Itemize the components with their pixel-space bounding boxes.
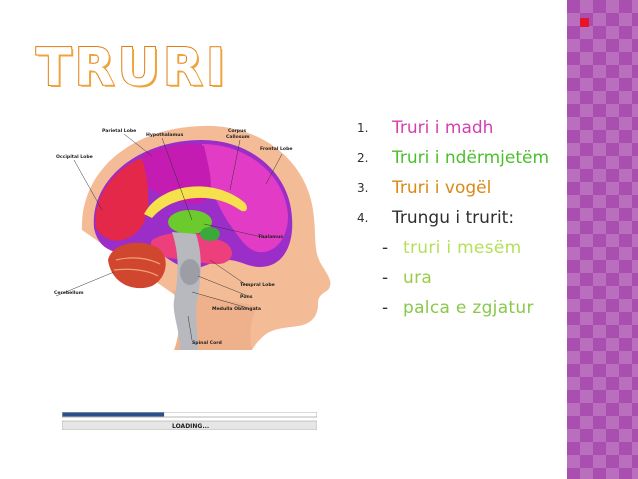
list-text: Truri i madh — [392, 118, 494, 138]
sublist-text: truri i mesëm — [403, 238, 522, 258]
list-number: 2. — [357, 151, 369, 165]
loading-bar: LOADING... — [62, 412, 317, 430]
frontal-lobe — [202, 144, 288, 253]
sublist-item: - palca e zgjatur — [357, 293, 567, 323]
list-number: 1. — [357, 121, 369, 135]
label-parietal: Parietal Lobe — [102, 128, 136, 134]
sublist-dash: - — [382, 298, 389, 318]
sublist-item: - ura — [357, 263, 567, 293]
brain-diagram: Parietal Lobe Hypothalamus Corpus Callos… — [54, 125, 331, 350]
thalamus — [168, 210, 212, 234]
label-pons: Pons — [240, 294, 253, 300]
label-thalamus: Thalamus — [258, 234, 283, 240]
hypothalamus — [200, 227, 220, 241]
label-hypothalamus: Hypothalamus — [146, 132, 184, 138]
list-number: 4. — [357, 211, 369, 225]
sublist-text: ura — [403, 268, 433, 288]
pons — [180, 259, 200, 285]
label-spinal: Spinal Cord — [192, 340, 222, 346]
label-medulla: Medulla Oblongata — [212, 306, 261, 312]
list-text: Truri i ndërmjetëm — [392, 148, 550, 168]
sublist-item: - truri i mesëm — [357, 233, 567, 263]
list-text: Truri i vogël — [392, 178, 492, 198]
label-occipital: Occipital Lobe — [56, 154, 93, 160]
list-item: 1. Truri i madh — [357, 113, 567, 143]
list-item: 4. Trungu i trurit: — [357, 203, 567, 233]
corpus-callosum — [144, 186, 247, 218]
label-cerebellum: Cerebellum — [54, 290, 84, 296]
list-number: 3. — [357, 181, 369, 195]
slide-title: TRURI — [35, 38, 229, 98]
cerebellum — [108, 242, 166, 289]
label-callosum: Callosum — [226, 134, 250, 140]
brain-parts-list: 1. Truri i madh 2. Truri i ndërmjetëm 3.… — [357, 113, 567, 323]
list-item: 2. Truri i ndërmjetëm — [357, 143, 567, 173]
label-frontal: Frontal Lobe — [260, 146, 293, 152]
occipital-lobe — [95, 158, 149, 241]
list-text: Trungu i trurit: — [392, 208, 515, 228]
label-corpus: Corpus — [228, 128, 246, 134]
list-item: 3. Truri i vogël — [357, 173, 567, 203]
decorative-side-strip — [567, 0, 638, 479]
accent-square — [580, 18, 589, 27]
sublist-text: palca e zgjatur — [403, 298, 534, 318]
sublist-dash: - — [382, 238, 389, 258]
loading-label: LOADING... — [172, 423, 209, 430]
sublist-dash: - — [382, 268, 389, 288]
label-temporal: Tempral Lobe — [240, 282, 275, 288]
